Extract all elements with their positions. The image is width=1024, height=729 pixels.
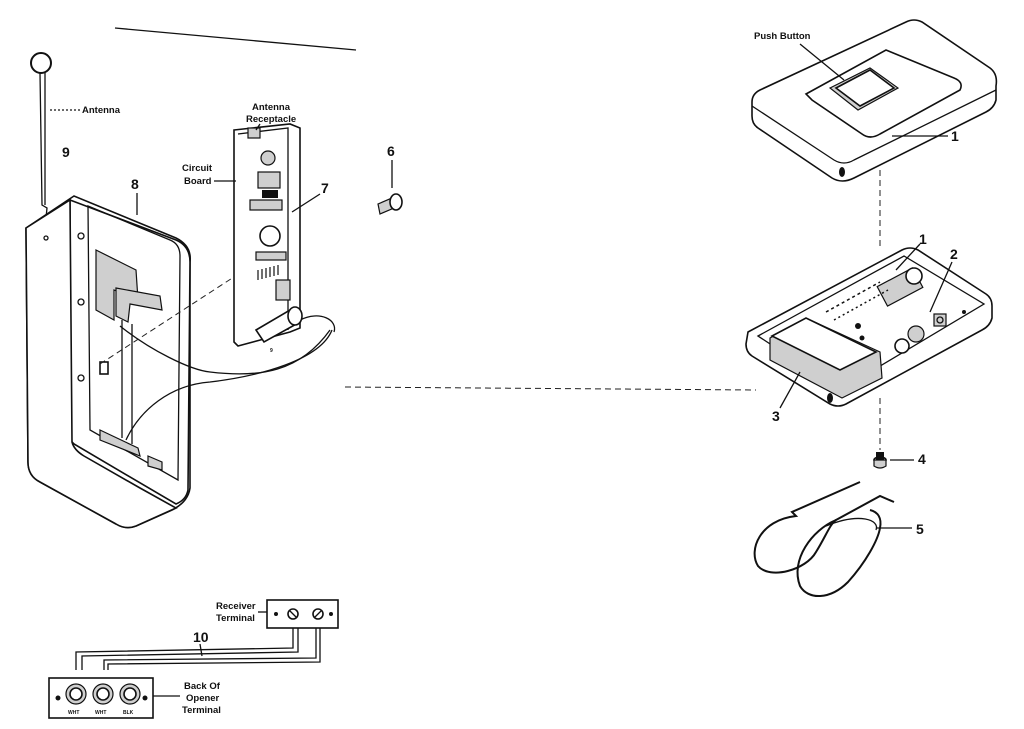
receiver-terminal [266, 599, 339, 629]
part-number-8: 8 [131, 176, 139, 192]
part-number-10: 10 [193, 629, 209, 645]
part-number-6: 6 [387, 143, 395, 159]
antenna-wire [30, 52, 52, 232]
part-2-leader [929, 261, 953, 313]
receiver-terminal-label-1: Receiver [216, 601, 256, 612]
visor-clip-5 [753, 481, 895, 597]
part-1-mid-leader [895, 243, 921, 271]
part-number-7: 7 [321, 180, 329, 196]
part-number-9: 9 [62, 144, 70, 160]
stray-line [114, 27, 357, 51]
part-10-leader [199, 643, 203, 657]
screw-6 [377, 193, 403, 215]
back-of-opener-terminal: WHT WHT BLK [48, 677, 154, 719]
antenna-receptacle-label-1: Antenna [252, 102, 291, 113]
terminal-label-blk: BLK [123, 710, 134, 716]
part-3-leader [779, 371, 801, 409]
receiver-terminal-label-2: Terminal [216, 613, 255, 624]
push-button-leader [799, 43, 845, 81]
transmitter-base [745, 247, 993, 407]
receiver-housing [25, 195, 336, 529]
connecting-wires-10 [75, 628, 321, 670]
transmitter-cover [751, 19, 998, 182]
antenna-label: Antenna [82, 105, 121, 116]
part-7-leader [291, 193, 321, 213]
part-number-2: 2 [950, 246, 958, 262]
part-number-3: 3 [772, 408, 780, 424]
circuit-board-label-1: Circuit [182, 163, 213, 174]
terminal-label-wht-2: WHT [95, 710, 106, 716]
part-number-4: 4 [918, 451, 926, 467]
circuit-board-label-2: Board [184, 176, 212, 187]
part-number-1-top: 1 [951, 128, 959, 144]
back-of-opener-label-1: Back Of [184, 681, 221, 692]
terminal-label-wht-1: WHT [68, 710, 79, 716]
back-of-opener-label-2: Opener [186, 693, 220, 704]
separator-line [344, 386, 757, 391]
screw-4 [873, 452, 887, 469]
svg-text:9: 9 [270, 348, 273, 354]
antenna-receptacle-leader [255, 123, 261, 131]
part-number-1-mid: 1 [919, 231, 927, 247]
back-of-opener-label-3: Terminal [182, 705, 221, 716]
part-number-5: 5 [916, 521, 924, 537]
antenna-receptacle-label-2: Receptacle [246, 114, 296, 125]
circuit-board: 9 [233, 123, 303, 354]
push-button-label: Push Button [754, 31, 811, 42]
